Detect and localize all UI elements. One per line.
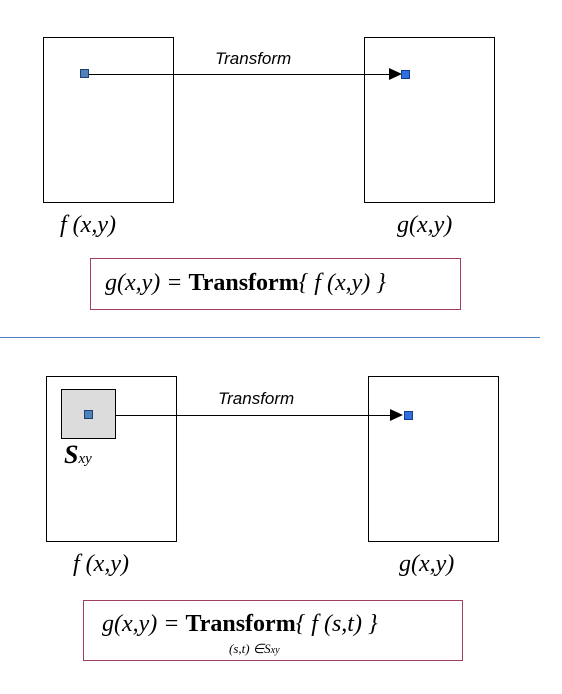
neighborhood-region bbox=[61, 389, 116, 439]
output-pixel-bottom bbox=[404, 411, 413, 420]
transform-arrow-line-bottom bbox=[116, 415, 390, 416]
neighborhood-subscript: xy bbox=[78, 451, 92, 467]
transform-label-top: Transform bbox=[215, 49, 292, 68]
input-function-label-top: f (x,y) bbox=[60, 212, 116, 238]
input-function-label-bottom: f (x,y) bbox=[73, 551, 129, 577]
transform-label-bottom: Transform bbox=[218, 389, 295, 408]
input-pixel-bottom bbox=[84, 410, 93, 419]
equation-operator-bottom: Transform bbox=[185, 611, 296, 637]
subscript-set-sub: xy bbox=[270, 645, 280, 656]
transform-arrow-line-top bbox=[89, 74, 390, 75]
equation-box-top: g(x,y) = Transform{ f (x,y) } bbox=[90, 258, 461, 310]
equation-lhs: g(x,y) = bbox=[105, 270, 189, 296]
equation-box-bottom: g(x,y) = Transform{ f (s,t) } (s,t) ∈Sxy bbox=[83, 600, 463, 661]
equation-top: g(x,y) = Transform{ f (x,y) } bbox=[105, 270, 386, 297]
section-divider bbox=[0, 337, 540, 338]
equation-bottom: g(x,y) = Transform{ f (s,t) } bbox=[102, 611, 378, 638]
output-pixel-top bbox=[401, 70, 410, 79]
input-image-frame-top bbox=[43, 37, 174, 203]
equation-argument-bottom: { f (s,t) } bbox=[295, 611, 378, 637]
subscript-set: S bbox=[264, 641, 271, 656]
equation-argument: { f (x,y) } bbox=[298, 270, 386, 296]
output-image-frame-bottom bbox=[368, 376, 499, 542]
neighborhood-symbol: S bbox=[64, 440, 79, 469]
input-pixel-top bbox=[80, 69, 89, 78]
output-function-label-top: g(x,y) bbox=[397, 212, 453, 238]
equation-subscript: (s,t) ∈Sxy bbox=[229, 641, 280, 657]
equation-lhs-bottom: g(x,y) = bbox=[102, 611, 186, 637]
neighborhood-label: Sxy bbox=[64, 440, 92, 470]
transform-arrowhead-bottom bbox=[390, 409, 403, 421]
transform-arrowhead-top bbox=[389, 68, 402, 80]
equation-operator: Transform bbox=[188, 270, 299, 296]
subscript-condition: (s,t) ∈ bbox=[229, 641, 265, 656]
output-function-label-bottom: g(x,y) bbox=[399, 551, 455, 577]
output-image-frame-top bbox=[364, 37, 495, 203]
